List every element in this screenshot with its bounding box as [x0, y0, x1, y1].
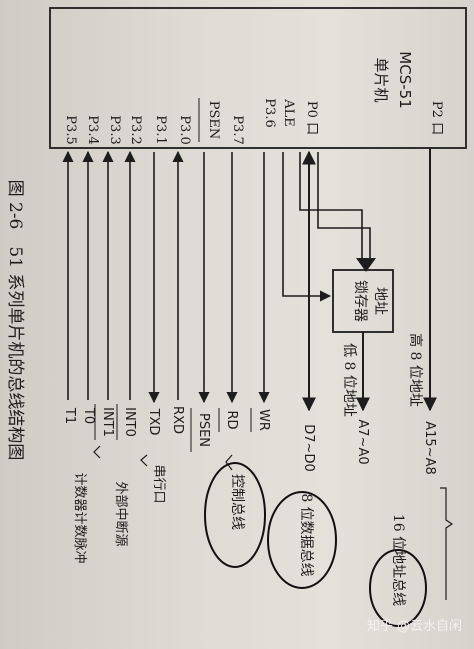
signal-t1: T1	[62, 407, 77, 424]
signal-rxd: RXD	[170, 406, 185, 434]
chip-name: MCS-51	[396, 51, 414, 108]
bus-label-data: 8 位数据总线	[298, 493, 314, 576]
low-addr-label: 低 8 位地址	[341, 343, 357, 417]
figure-caption: 图 2-6 51 系列单片机的总线结构图	[5, 180, 25, 461]
address-bus-brace	[440, 487, 454, 600]
control-bus-brace	[225, 454, 233, 471]
bus-label-control: 控制总线	[229, 474, 245, 530]
pin-label-p31: P3.1	[153, 115, 168, 144]
pin-label-p34: P3.4	[85, 115, 100, 144]
signal-wr: WR	[256, 409, 271, 431]
ale-line	[282, 152, 332, 302]
pin-label-p30: P3.0	[177, 115, 192, 144]
handwritten-circle-control	[204, 462, 266, 568]
high-addr-label: 高 8 位地址	[407, 333, 424, 407]
interrupt-brace	[93, 445, 101, 459]
latch-input-arrow	[356, 258, 376, 272]
pin-label-p37: P3.7	[230, 115, 245, 144]
bus-label-interrupt: 外部中断源	[113, 481, 128, 546]
signal-d7-d0: D7~D0	[301, 424, 316, 471]
pin-label-psen: PSEN	[206, 101, 221, 140]
signal-rd: RD	[224, 410, 239, 429]
p0-bus-inner	[317, 152, 371, 262]
signal-int1: INT1	[100, 407, 115, 437]
pin-label-p36: P3.6	[262, 98, 277, 127]
signal-int0: INT0	[122, 407, 137, 437]
p0-bus-outer	[299, 152, 363, 260]
latch-label-line1: 地址	[372, 287, 388, 315]
serial-brace	[140, 454, 148, 467]
pin-label-p32: P3.2	[128, 115, 143, 144]
pin-label-ale: ALE	[281, 98, 296, 127]
signal-a7-a0: A7~A0	[355, 419, 370, 464]
mcs51-chip-box	[49, 7, 467, 149]
bus-label-serial: 串行口	[151, 464, 166, 503]
pin-label-p0: P0 口	[304, 101, 319, 135]
bus-label-address: 16 位地址总线	[390, 514, 406, 606]
signal-psen: PSEN	[196, 413, 211, 447]
signal-t0: T0	[81, 407, 96, 424]
watermark: 知乎 @云水自闲	[367, 618, 462, 634]
pin-label-p2: P2 口	[429, 101, 444, 135]
pin-label-p35: P3.5	[63, 115, 78, 144]
signal-a15-a8: A15~A8	[422, 421, 437, 475]
chip-subtitle: 单片机	[372, 57, 390, 102]
signal-txd: TXD	[146, 408, 161, 436]
handwritten-circle-data	[267, 491, 337, 589]
pin-label-p33: P3.3	[107, 115, 122, 144]
latch-label-line2: 锁存器	[352, 280, 368, 322]
bus-label-counter: 计数器计数脉冲	[72, 472, 87, 563]
handwritten-circle-address	[369, 549, 427, 627]
